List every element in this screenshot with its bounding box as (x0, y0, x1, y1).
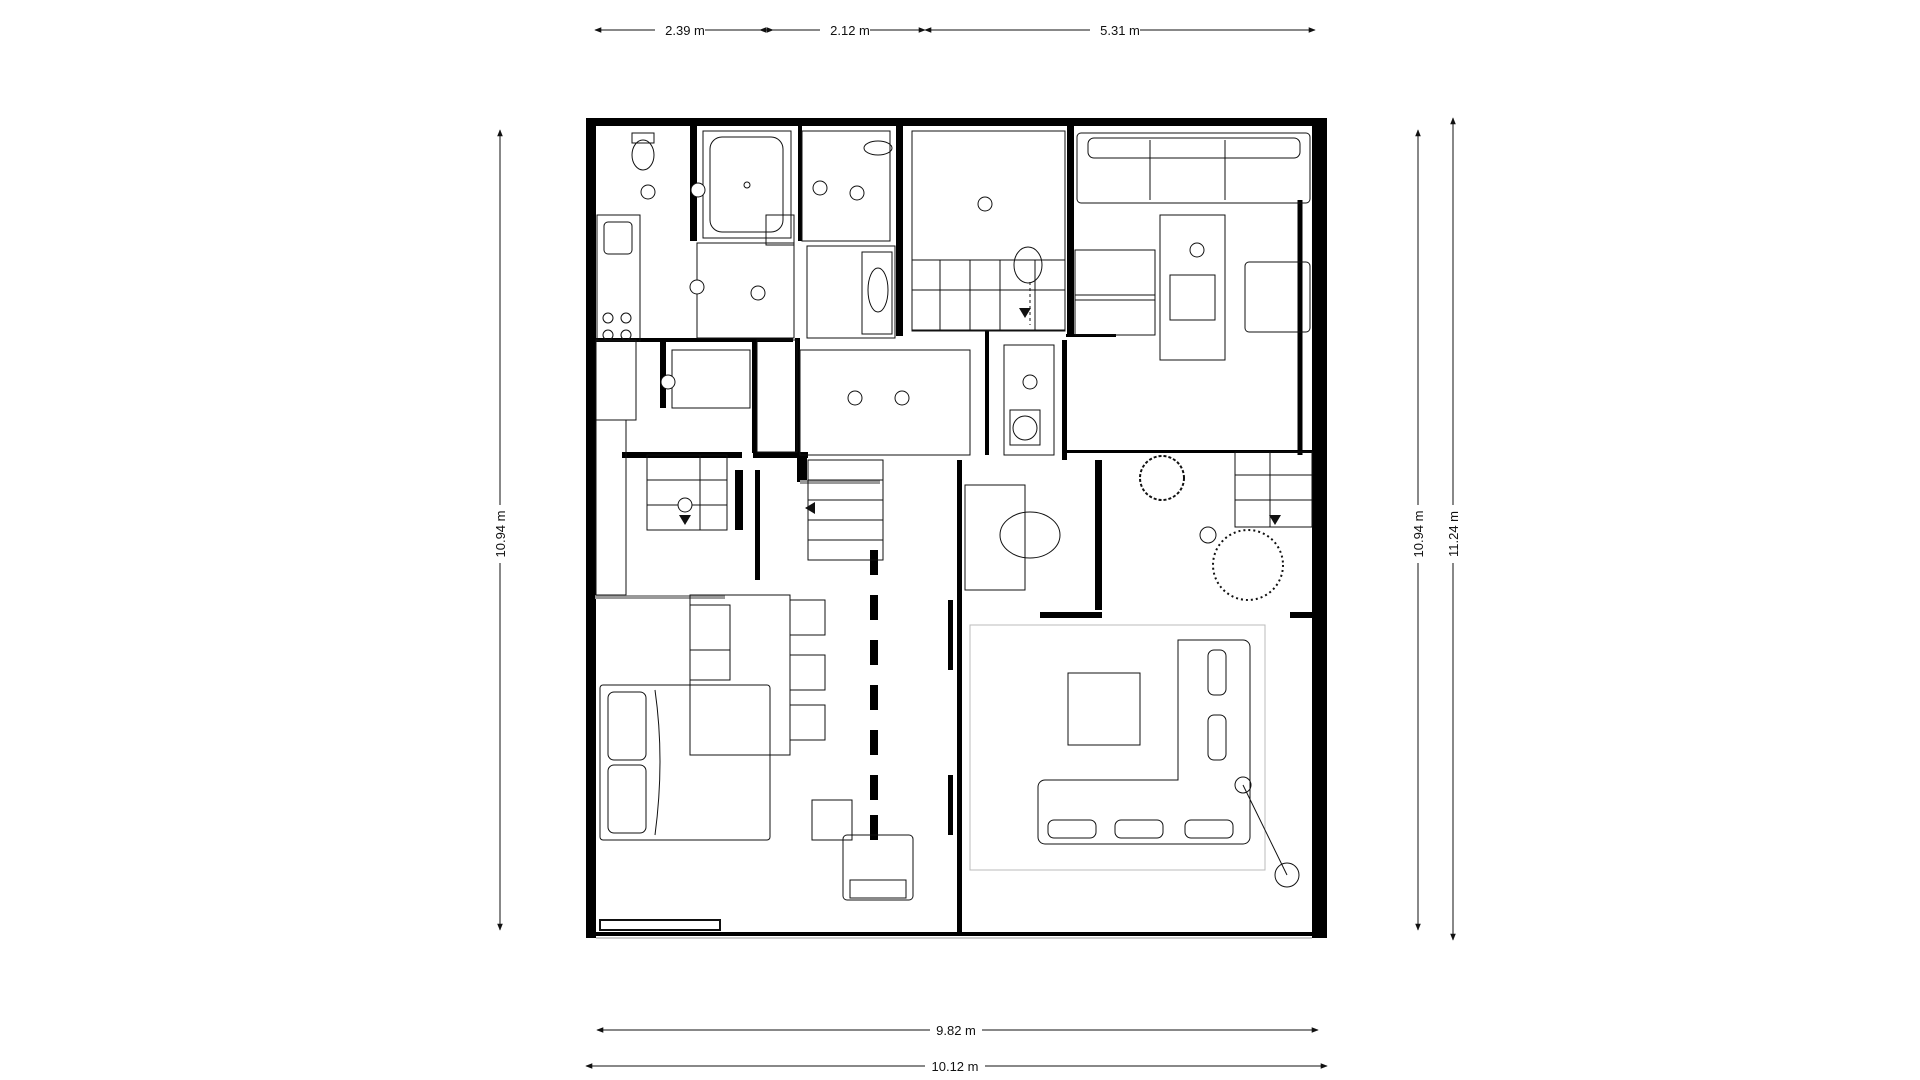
dim-bottom-inner: 9.82 m (936, 1023, 976, 1038)
exterior-walls (586, 118, 1327, 938)
dim-right-outer: 11.24 m (1446, 511, 1461, 557)
dim-top-1: 2.39 m (665, 23, 705, 38)
dim-left: 10.94 m (493, 511, 508, 558)
stair-right-icon (1234, 451, 1313, 528)
ceiling-lights (640, 180, 1038, 513)
plant-icon (1139, 455, 1185, 501)
stair-center-icon (807, 459, 884, 561)
fixtures (595, 130, 1313, 931)
floor-lamp-icon (1234, 776, 1252, 794)
coffee-table-icon (1067, 672, 1141, 746)
dim-bottom-outer: 10.12 m (932, 1059, 979, 1074)
stair-left-icon (646, 454, 728, 531)
dim-top-3: 5.31 m (1100, 23, 1140, 38)
armchair-lower-icon (842, 834, 914, 901)
interior-walls (593, 126, 1320, 935)
shower-tray-icon (861, 251, 893, 335)
toilet-icon (631, 139, 655, 171)
dim-top-2: 2.12 m (830, 23, 870, 38)
dining-table-icon (1169, 274, 1216, 321)
stair-arrows (679, 308, 1281, 525)
bed-icon (599, 684, 771, 841)
living-rug-icon (969, 624, 1266, 871)
bathtub-icon (702, 130, 792, 239)
sink-icon (863, 140, 893, 156)
sectional-sofa-icon (1037, 639, 1251, 845)
armchair-right-icon (1244, 261, 1311, 333)
desk-chair-icon (999, 511, 1061, 559)
dim-right-inner: 10.94 m (1411, 511, 1426, 558)
toilet-2-icon (1013, 246, 1043, 284)
sofa-top-icon (1076, 132, 1311, 204)
rug-icon (599, 919, 721, 931)
dimension-labels: 2.39 m 2.12 m 5.31 m 9.82 m 10.12 m 10.9… (492, 22, 1461, 1074)
desk-icon (964, 484, 1026, 591)
